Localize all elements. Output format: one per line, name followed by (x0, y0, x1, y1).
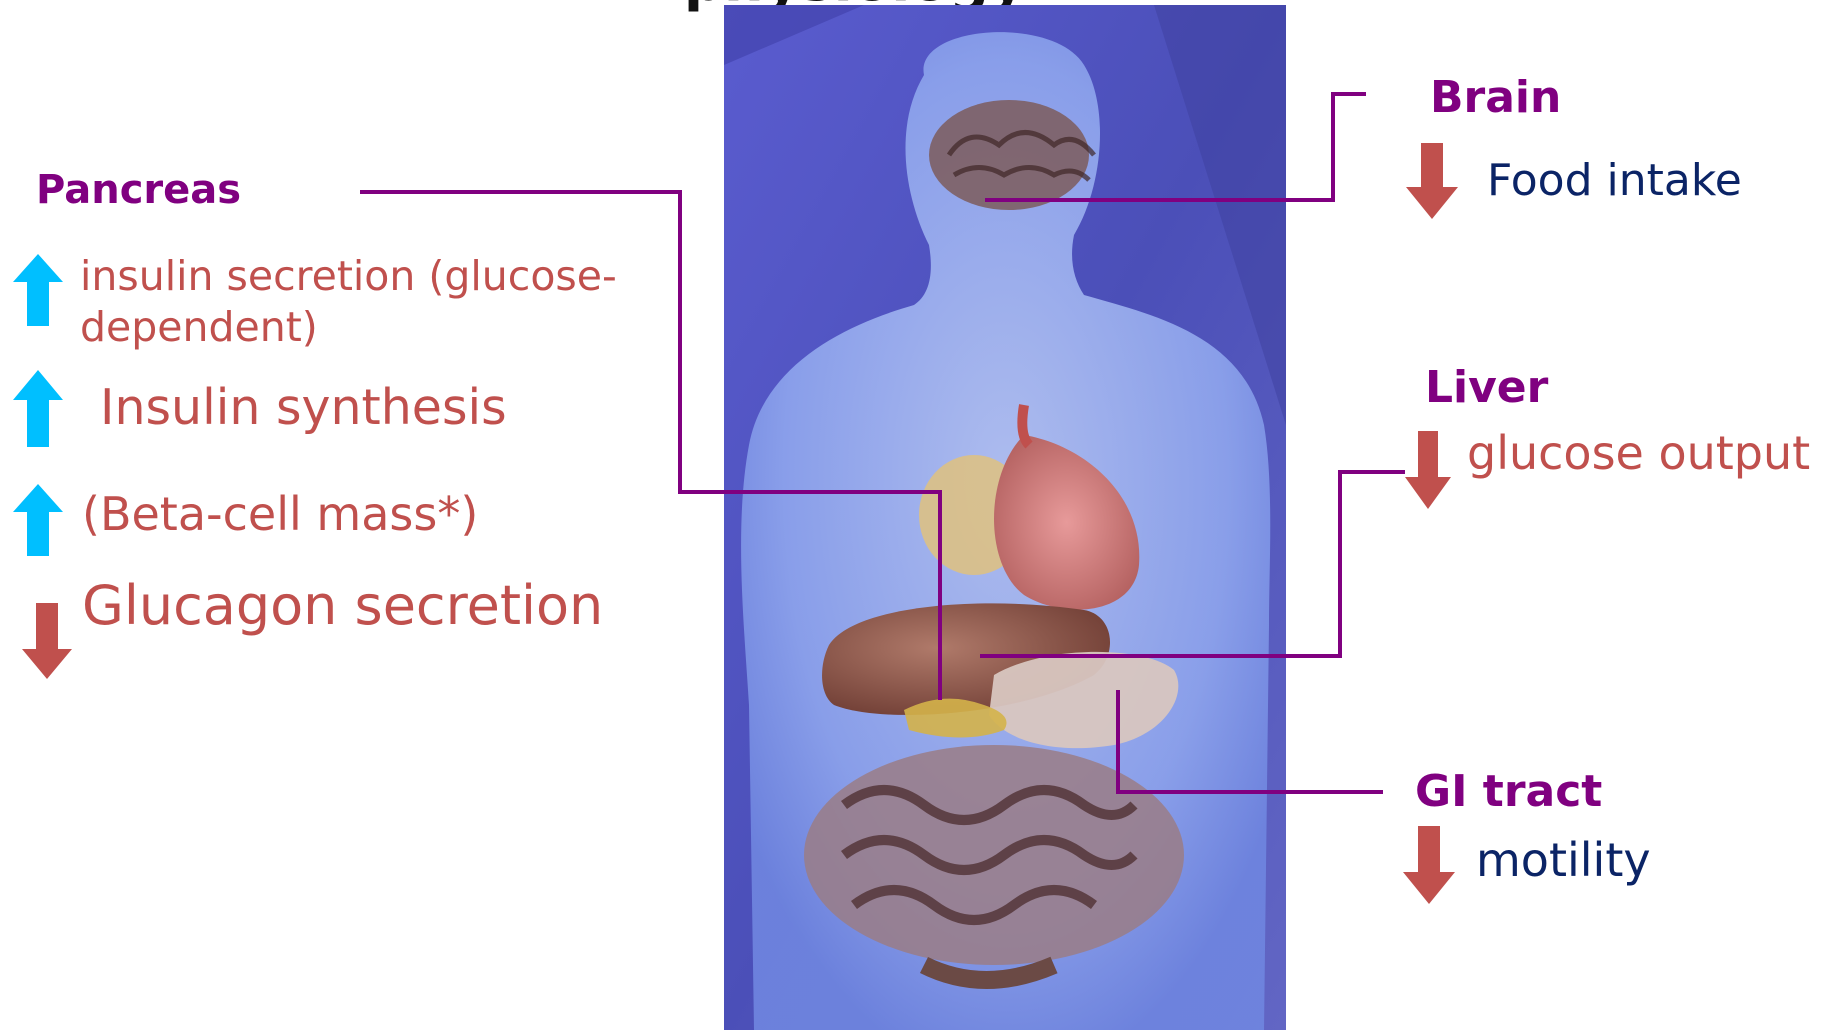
arrow-down-icon (1405, 431, 1451, 509)
glucagon-secretion-text: Glucagon secretion (82, 573, 603, 639)
insulin-secretion-text-line2: dependent) (80, 302, 318, 352)
food-intake-text: Food intake (1487, 153, 1742, 209)
liver-heading: Liver (1425, 362, 1548, 414)
arrow-down-icon (22, 603, 72, 679)
arrow-down-icon (1403, 826, 1455, 904)
arrow-up-icon (13, 254, 63, 326)
gi-tract-connector (1118, 690, 1383, 792)
gi-tract-heading: GI tract (1415, 766, 1602, 818)
pancreas-heading: Pancreas (36, 166, 241, 214)
glucose-output-text: glucose output (1467, 425, 1810, 481)
insulin-secretion-text-line1: insulin secretion (glucose- (80, 251, 617, 301)
brain-heading: Brain (1430, 72, 1561, 124)
arrow-up-icon (13, 370, 63, 447)
beta-cell-mass-text: (Beta-cell mass*) (82, 486, 478, 542)
motility-text: motility (1476, 832, 1651, 888)
insulin-synthesis-text: Insulin synthesis (100, 378, 507, 438)
arrow-up-icon (13, 484, 63, 556)
arrow-down-icon (1406, 143, 1458, 219)
brain-connector (985, 94, 1366, 200)
liver-connector (980, 472, 1405, 656)
